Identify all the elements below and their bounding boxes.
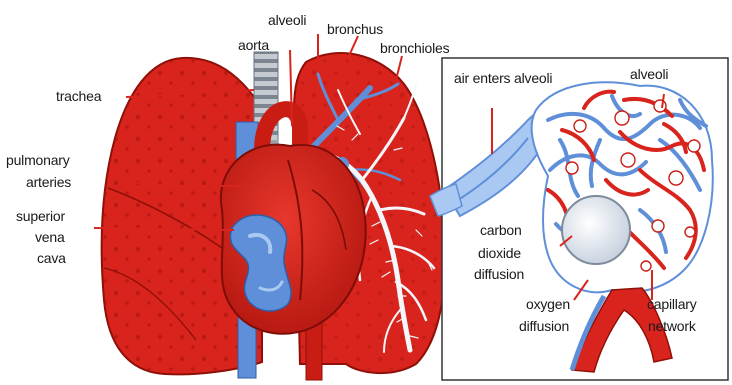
label-diffusion-co2: diffusion xyxy=(474,266,524,282)
label-alveoli-top: alveoli xyxy=(268,12,306,28)
label-vena: vena xyxy=(35,229,65,245)
label-network: network xyxy=(648,318,696,334)
label-oxygen: oxygen xyxy=(526,296,570,312)
label-superior: superior xyxy=(16,208,65,224)
label-bronchioles: bronchioles xyxy=(380,40,449,56)
label-dioxide: dioxide xyxy=(478,245,521,261)
label-cava: cava xyxy=(37,250,66,266)
label-carbon: carbon xyxy=(480,222,522,238)
label-air-enters-alveoli: air enters alveoli xyxy=(454,70,552,86)
label-arteries: arteries xyxy=(26,174,71,190)
label-capillary: capillary xyxy=(647,296,697,312)
label-trachea: trachea xyxy=(56,88,101,104)
label-bronchus: bronchus xyxy=(327,21,383,37)
label-alveoli-inset: alveoli xyxy=(630,66,668,82)
label-aorta: aorta xyxy=(238,37,269,53)
label-diffusion-o2: diffusion xyxy=(519,318,569,334)
label-pulmonary: pulmonary xyxy=(6,152,70,168)
